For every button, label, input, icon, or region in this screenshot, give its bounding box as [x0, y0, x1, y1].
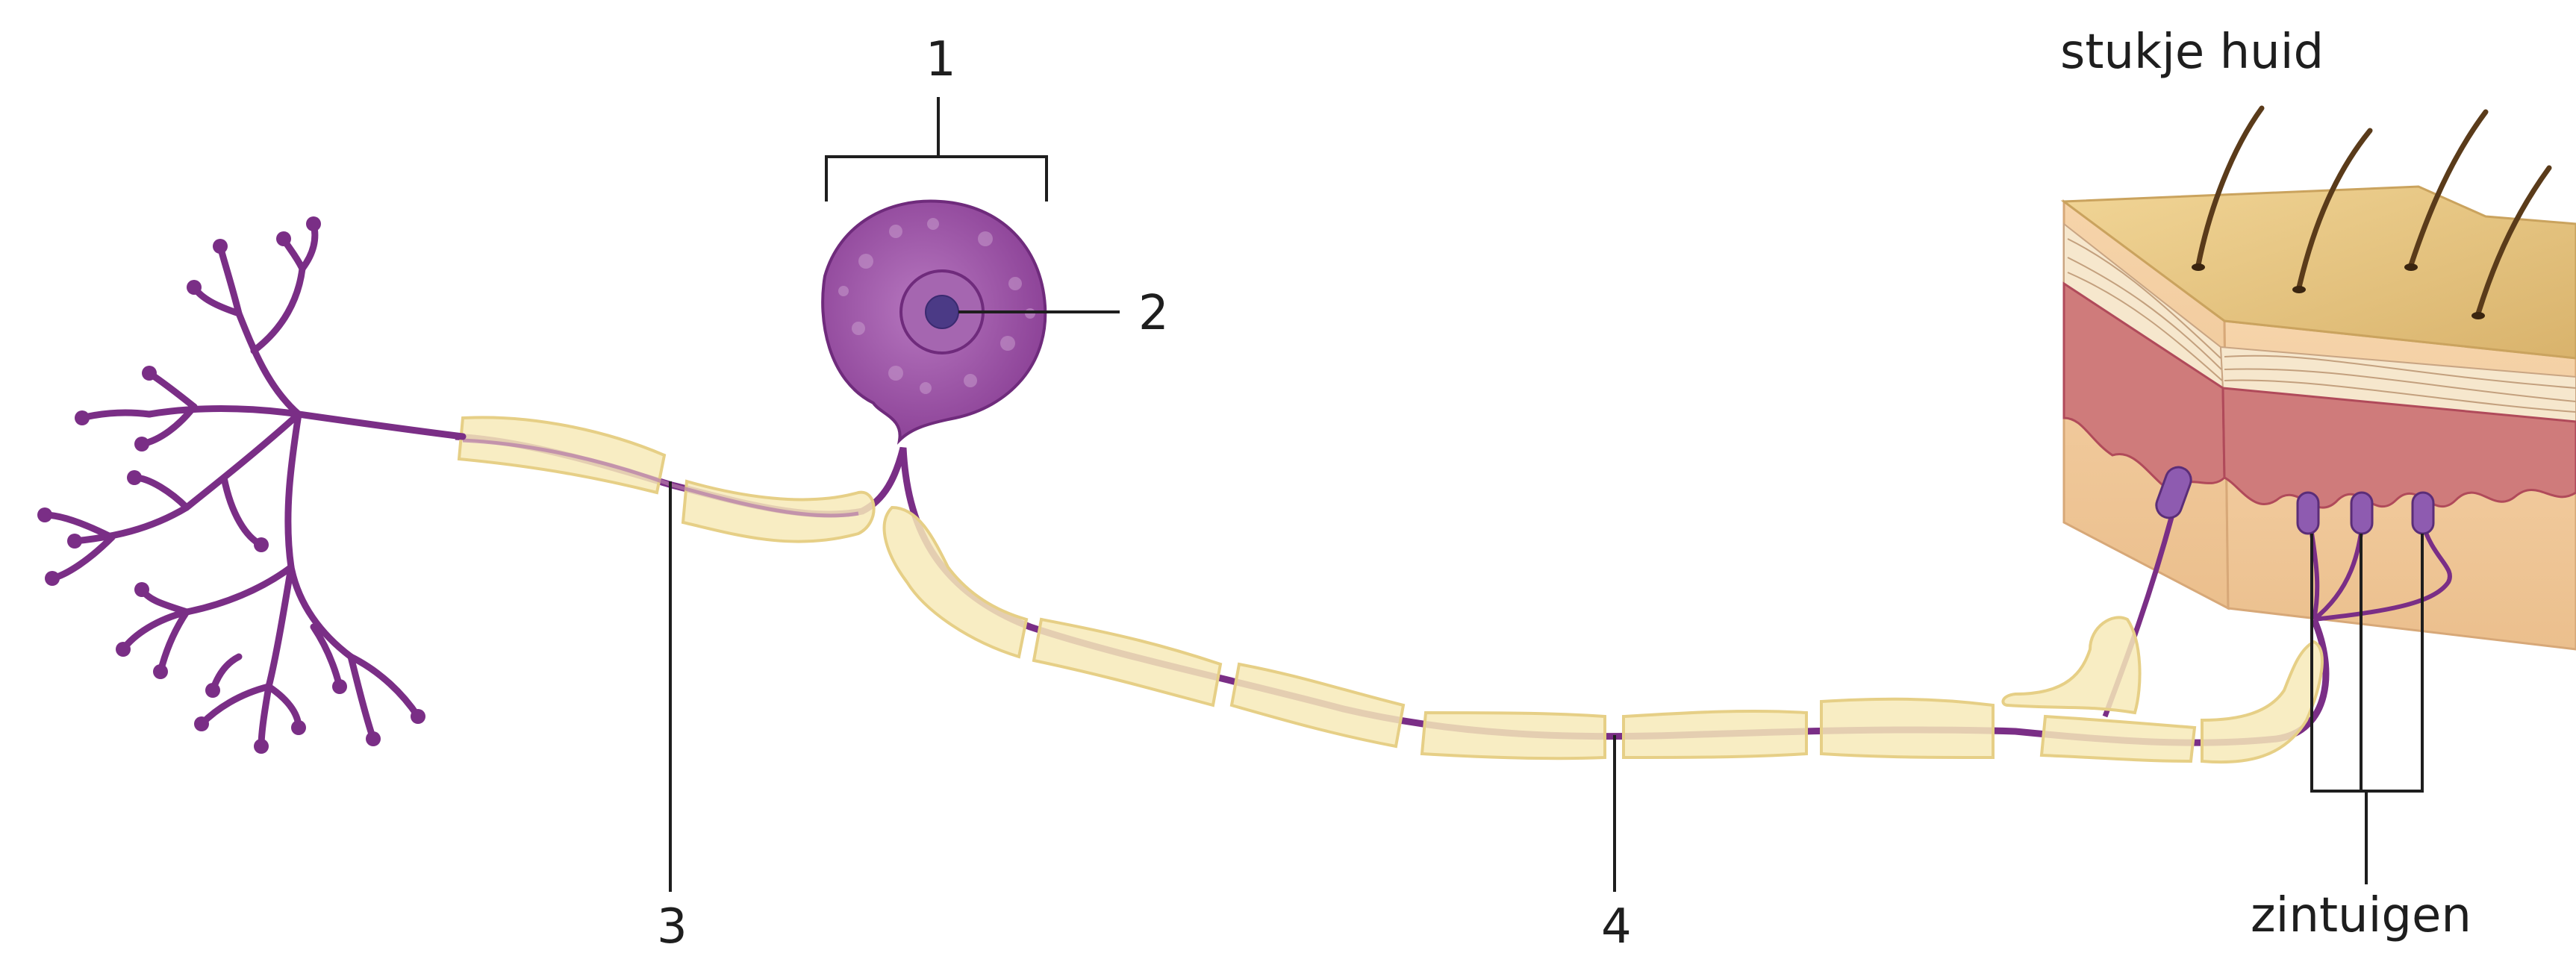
- myelin-segment: [1232, 664, 1403, 746]
- myelin-segment: [1821, 699, 1993, 757]
- label-sense-organs: zintuigen: [2251, 892, 2471, 940]
- cell-body: [823, 201, 1045, 440]
- myelin-segment: [2003, 617, 2139, 713]
- bracket-1: [826, 97, 1047, 201]
- myelin-segment: [885, 507, 1026, 657]
- myelin-segment: [1422, 713, 1605, 758]
- label-1: 1: [926, 36, 956, 84]
- myelin-segment: [2042, 716, 2195, 761]
- nucleolus: [926, 296, 958, 328]
- myelin-segment: [1034, 619, 1220, 705]
- label-2: 2: [1138, 290, 1169, 337]
- dendrites: [45, 224, 463, 746]
- skin-piece: [2064, 108, 2576, 649]
- label-3: 3: [657, 903, 687, 951]
- myelin-segment: [2202, 642, 2322, 762]
- label-4: 4: [1601, 903, 1632, 951]
- myelin-segment: [1624, 711, 1806, 757]
- myelin-sheaths: [459, 417, 2322, 762]
- label-skin: stukje huid: [2060, 28, 2324, 76]
